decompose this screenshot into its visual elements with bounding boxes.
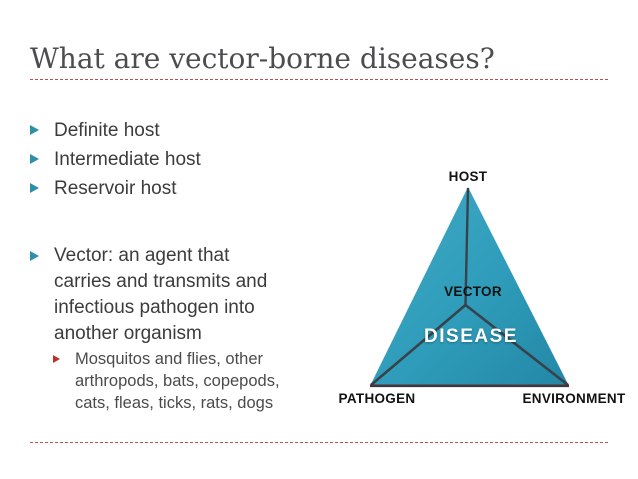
vector-label: VECTOR xyxy=(444,284,502,299)
bullet-label: Definite host xyxy=(54,120,160,141)
line-vector-to-environment xyxy=(464,303,569,387)
triangle-graphic xyxy=(370,187,569,391)
bullet-triangle-icon xyxy=(30,125,39,135)
triangle-shape xyxy=(370,187,569,386)
bullet-label: Intermediate host xyxy=(54,149,201,170)
bullet-vector-definition: Vector: an agent that carries and transm… xyxy=(30,243,267,347)
pathogen-label: PATHOGEN xyxy=(338,391,416,406)
sub-bullet-vector-examples: Mosquitos and flies, other arthropods, b… xyxy=(53,348,280,414)
sub-bullet-triangle-icon xyxy=(53,355,60,363)
disease-label: DISEASE xyxy=(424,326,518,347)
bullet-definite-host: Definite host xyxy=(30,117,160,144)
epidemiologic-triangle-diagram: HOST VECTOR DISEASE PATHOGEN ENVIRONMENT xyxy=(330,165,638,415)
sub-bullet-label: Mosquitos and flies, other arthropods, b… xyxy=(75,350,280,412)
line-host-to-vector xyxy=(464,187,470,306)
bullet-triangle-icon xyxy=(30,154,39,164)
title-divider xyxy=(30,79,610,81)
line-vector-to-pathogen xyxy=(370,304,467,386)
bullet-triangle-icon xyxy=(30,183,39,193)
bullet-label: Vector: an agent that carries and transm… xyxy=(54,245,268,344)
bullet-triangle-icon xyxy=(30,251,39,261)
environment-label: ENVIRONMENT xyxy=(522,391,626,406)
host-label: HOST xyxy=(448,169,488,184)
bullet-intermediate-host: Intermediate host xyxy=(30,146,201,173)
bullet-reservoir-host: Reservoir host xyxy=(30,175,177,202)
page-title: What are vector-borne diseases? xyxy=(30,42,495,75)
bullet-label: Reservoir host xyxy=(54,178,177,199)
footer-divider xyxy=(30,442,610,444)
